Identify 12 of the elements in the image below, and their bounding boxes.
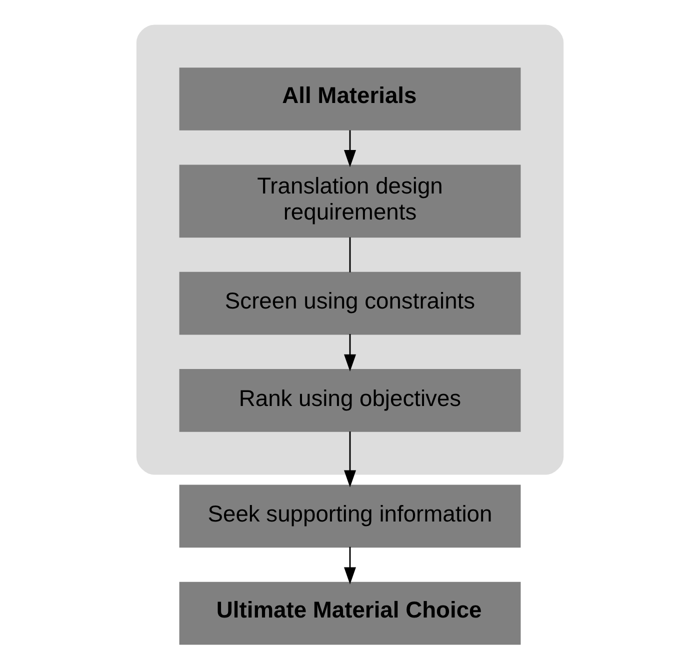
node-box: Translation design requirements <box>178 164 520 238</box>
arrow <box>344 432 356 488</box>
cluster <box>136 24 564 475</box>
node-box: All Materials <box>178 68 520 130</box>
node-box: Rank using objectives <box>178 369 520 432</box>
node-box: Screen using constraints <box>178 272 520 335</box>
arrow <box>344 130 356 168</box>
node-box: Ultimate Material Choice <box>178 582 520 645</box>
arrow <box>344 334 356 372</box>
arrow <box>344 546 356 584</box>
connector <box>348 237 350 272</box>
node-box: Seek supporting information <box>178 484 520 548</box>
